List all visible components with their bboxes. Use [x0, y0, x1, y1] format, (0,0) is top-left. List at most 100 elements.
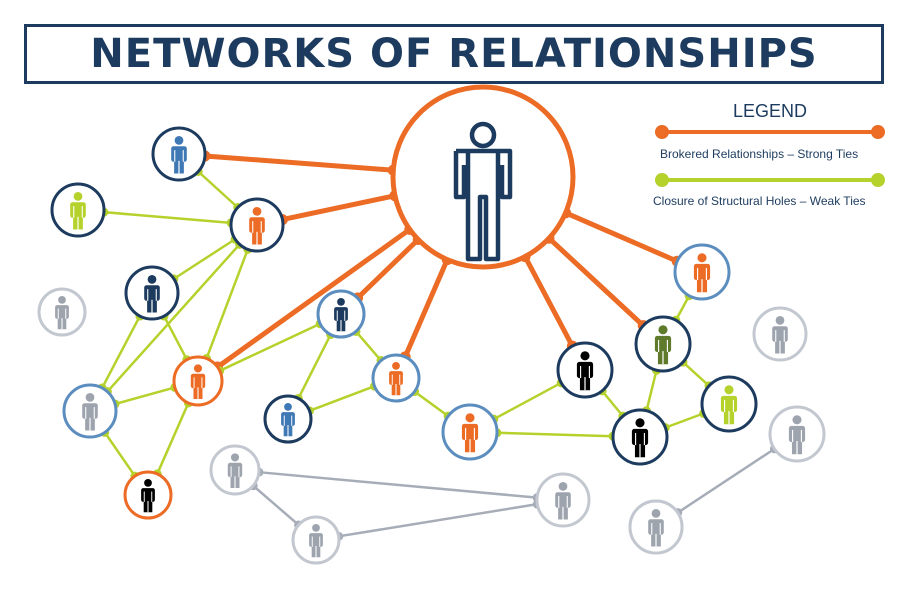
edge-weak-n4-n7: [159, 311, 192, 365]
person-icon: [654, 325, 672, 365]
edge-line: [601, 390, 624, 417]
edge-inactive-n19-n20: [248, 481, 304, 530]
edge-weak-n9-n10: [293, 330, 336, 403]
edge-line: [522, 255, 575, 348]
edge-line: [493, 381, 562, 421]
edge-line: [197, 170, 239, 209]
person-icon: [144, 274, 160, 313]
edge-weak-n6-n7: [110, 382, 180, 409]
edge-line: [677, 447, 776, 514]
node-n23: [768, 405, 826, 463]
edge-strong-hub-n14: [560, 207, 683, 267]
edge-line: [645, 369, 658, 412]
edge-weak-n12-n16: [492, 428, 618, 441]
edge-line: [309, 384, 375, 413]
edge-weak-n4-n3: [169, 234, 240, 284]
legend-title: LEGEND: [732, 101, 808, 121]
person-icon: [281, 403, 295, 437]
node-n14: [673, 243, 731, 301]
legend-strong-line: [655, 125, 885, 139]
person-icon: [389, 362, 403, 396]
edge-strong-hub-n1: [199, 150, 399, 176]
edge-line: [252, 484, 300, 526]
person-icon: [55, 296, 69, 330]
edge-line: [204, 153, 394, 173]
edge-line: [162, 315, 188, 361]
edge-line: [547, 236, 645, 328]
edge-line: [564, 210, 679, 264]
edge-weak-n1-n3: [193, 167, 243, 212]
node-n21: [535, 472, 591, 528]
person-icon: [82, 392, 98, 431]
edge-strong-hub-n3: [276, 190, 401, 226]
person-icon: [334, 298, 348, 332]
person-icon: [141, 479, 155, 513]
legend-weak-label: Closure of Structural Holes – Weak Ties: [653, 194, 866, 208]
node-n13: [556, 341, 614, 399]
node-n4: [124, 265, 180, 321]
edge-weak-n6-n8: [100, 427, 140, 481]
page-title: NETWORKS OF RELATIONSHIPS: [90, 31, 818, 77]
legend-weak-line: [655, 173, 885, 187]
edge-weak-n12-n13: [489, 378, 566, 424]
node-n18: [752, 306, 808, 362]
edge-line: [100, 315, 142, 389]
edge-weak-n15-n16: [641, 365, 662, 416]
edge-line: [258, 470, 538, 499]
edge-strong-hub-n13: [519, 251, 578, 352]
node-n15: [634, 315, 692, 373]
node-n10: [263, 394, 313, 444]
person-icon: [171, 135, 187, 174]
node-n7: [172, 355, 224, 407]
edge-line: [682, 361, 710, 387]
person-icon: [309, 524, 323, 558]
person-icon: [648, 508, 664, 547]
person-icon: [461, 413, 479, 453]
edge-line: [205, 248, 249, 359]
edge-weak-n2-n3: [99, 207, 236, 228]
legend-lines: [655, 125, 885, 187]
edge-line: [355, 237, 420, 300]
edge-line: [114, 386, 176, 406]
person-icon: [693, 253, 711, 293]
edge-weak-n4-n6: [97, 311, 145, 393]
edge-line: [413, 390, 449, 418]
hub-person-icon: [453, 121, 513, 262]
edge-line: [103, 210, 232, 225]
edge-inactive-n19-n21: [254, 467, 542, 503]
edge-inactive-n20-n21: [334, 499, 542, 541]
edge-line: [219, 322, 321, 372]
node-n2: [50, 182, 106, 238]
node-n11: [371, 353, 421, 403]
person-icon: [555, 481, 571, 520]
title-box: NETWORKS OF RELATIONSHIPS: [24, 24, 884, 84]
node-n20: [291, 515, 341, 565]
edge-line: [338, 502, 538, 538]
edge-inactive-n23-n24: [673, 444, 779, 518]
person-icon: [720, 385, 738, 425]
edge-strong-hub-n11: [399, 254, 453, 363]
node-n19: [209, 444, 261, 496]
legend-strong-label: Brokered Relationships – Strong Ties: [660, 147, 859, 161]
edge-weak-n10-n11: [305, 381, 379, 416]
person-icon: [772, 315, 788, 354]
edge-line: [297, 333, 332, 400]
edge-weak-n7-n8: [152, 398, 193, 479]
edge-line: [674, 295, 691, 321]
node-n16: [611, 408, 669, 466]
person-icon: [190, 364, 206, 399]
node-n17: [700, 375, 758, 433]
person-icon: [249, 206, 265, 245]
edge-line: [664, 412, 705, 429]
edge-weak-n16-n17: [660, 408, 709, 433]
node-n6: [62, 383, 118, 439]
node-hub: [390, 84, 576, 270]
edge-line: [281, 193, 396, 223]
node-n24: [628, 499, 684, 555]
node-n12: [441, 403, 499, 461]
edge-line: [156, 402, 190, 475]
person-icon: [576, 351, 594, 391]
node-n5: [37, 287, 87, 337]
person-icon: [227, 453, 243, 488]
